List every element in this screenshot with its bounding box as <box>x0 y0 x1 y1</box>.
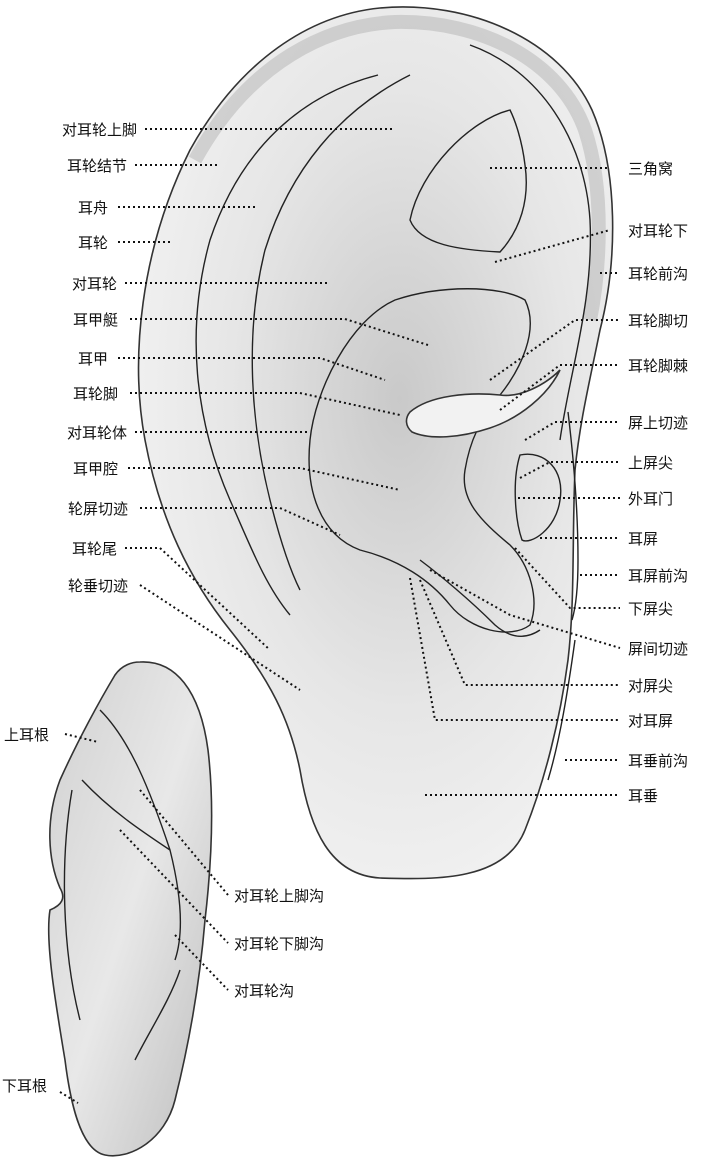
scapha-line-outer <box>195 74 379 616</box>
concha <box>308 288 535 633</box>
leader-r06 <box>524 421 620 441</box>
label-upper-tragus-apex: 上屏尖 <box>628 454 673 472</box>
label-upper-ear-root: 上耳根 <box>4 726 49 744</box>
leader-l07 <box>118 357 386 381</box>
label-helix-lobule-notch: 轮垂切迹 <box>68 577 128 595</box>
leader-l12 <box>125 547 271 651</box>
label-antihelix-body: 对耳轮体 <box>67 424 127 442</box>
label-antitragus: 对耳屏 <box>628 712 673 730</box>
ear-back-outline <box>47 661 213 1157</box>
label-pretragal-groove: 耳屏前沟 <box>628 567 688 585</box>
leader-r12 <box>429 569 621 649</box>
label-external-auditory-meatus: 外耳门 <box>628 490 673 508</box>
leader-r11 <box>514 547 620 609</box>
label-antitragus-apex: 对屏尖 <box>628 677 673 695</box>
back-groove-lower <box>134 969 181 1061</box>
label-anterior-lobule-groove: 耳垂前沟 <box>628 752 688 770</box>
label-intertragic-notch: 屏间切迹 <box>628 640 688 658</box>
tragus <box>514 453 562 542</box>
label-antihelix-groove: 对耳轮沟 <box>234 982 294 1000</box>
label-inferior-crus-groove: 对耳轮下脚沟 <box>234 935 324 953</box>
label-helix-tragus-notch: 轮屏切迹 <box>68 500 128 518</box>
leader-r07 <box>519 461 620 479</box>
label-lobule: 耳垂 <box>628 787 658 805</box>
labels-right: 三角窝 对耳轮下 耳轮前沟 耳轮脚切 耳轮脚棘 屏上切迹 上屏尖 外耳门 耳屏 … <box>628 160 688 805</box>
label-darwin-tubercle: 耳轮结节 <box>67 157 127 175</box>
antitragus <box>419 559 541 637</box>
leader-r05 <box>499 364 620 411</box>
label-superior-crus-antihelix: 对耳轮上脚 <box>62 121 137 139</box>
leader-l11 <box>140 507 341 536</box>
label-cavum-conchae: 耳甲腔 <box>73 460 118 478</box>
leader-l10 <box>128 467 401 491</box>
label-concha: 耳甲 <box>78 350 108 368</box>
label-lower-tragus-apex: 下屏尖 <box>628 600 673 618</box>
helix-rim <box>188 14 606 322</box>
label-crus-of-helix: 耳轮脚 <box>73 385 118 403</box>
pretragal-groove <box>567 411 579 621</box>
label-superior-crus-groove: 对耳轮上脚沟 <box>234 887 324 905</box>
label-helix: 耳轮 <box>78 234 108 252</box>
leader-l15 <box>59 1091 79 1104</box>
label-supratragic-notch: 屏上切迹 <box>628 414 688 432</box>
label-cymba-conchae: 耳甲艇 <box>73 311 118 329</box>
label-tragus: 耳屏 <box>628 530 658 548</box>
lobule-groove <box>547 639 576 781</box>
label-helix-tail: 耳轮尾 <box>72 540 117 558</box>
label-anterior-helix-groove: 耳轮前沟 <box>628 265 688 283</box>
label-scapha: 耳舟 <box>78 199 108 217</box>
leader-l14 <box>64 733 99 743</box>
ear-back-view <box>47 661 213 1157</box>
helix-inner-line <box>469 44 592 441</box>
label-antihelix: 对耳轮 <box>72 275 117 293</box>
label-lower-ear-root: 下耳根 <box>2 1077 47 1095</box>
label-inferior-crus-antihelix: 对耳轮下 <box>628 222 688 240</box>
labels-back: 对耳轮上脚沟 对耳轮下脚沟 对耳轮沟 <box>234 887 324 1000</box>
ear-outline <box>137 6 614 880</box>
label-helix-spine: 耳轮脚棘 <box>628 357 688 375</box>
crus-of-helix <box>405 369 561 438</box>
triangular-fossa <box>409 109 527 253</box>
leader-l13 <box>139 584 301 691</box>
back-groove-antihelix <box>63 789 81 1021</box>
leader-l08 <box>130 392 401 416</box>
leader-lines <box>59 128 621 1104</box>
labels-left: 对耳轮上脚 耳轮结节 耳舟 耳轮 对耳轮 耳甲艇 耳甲 耳轮脚 对耳轮体 耳甲腔… <box>2 121 137 1095</box>
scapha-line-inner <box>251 74 411 591</box>
leader-l06 <box>130 318 429 346</box>
label-triangular-fossa: 三角窝 <box>628 160 673 178</box>
back-groove-inferior <box>81 779 171 851</box>
leader-b02 <box>119 829 229 944</box>
label-crus-helix-notch: 耳轮脚切 <box>628 312 688 330</box>
ear-front-view <box>137 6 614 880</box>
